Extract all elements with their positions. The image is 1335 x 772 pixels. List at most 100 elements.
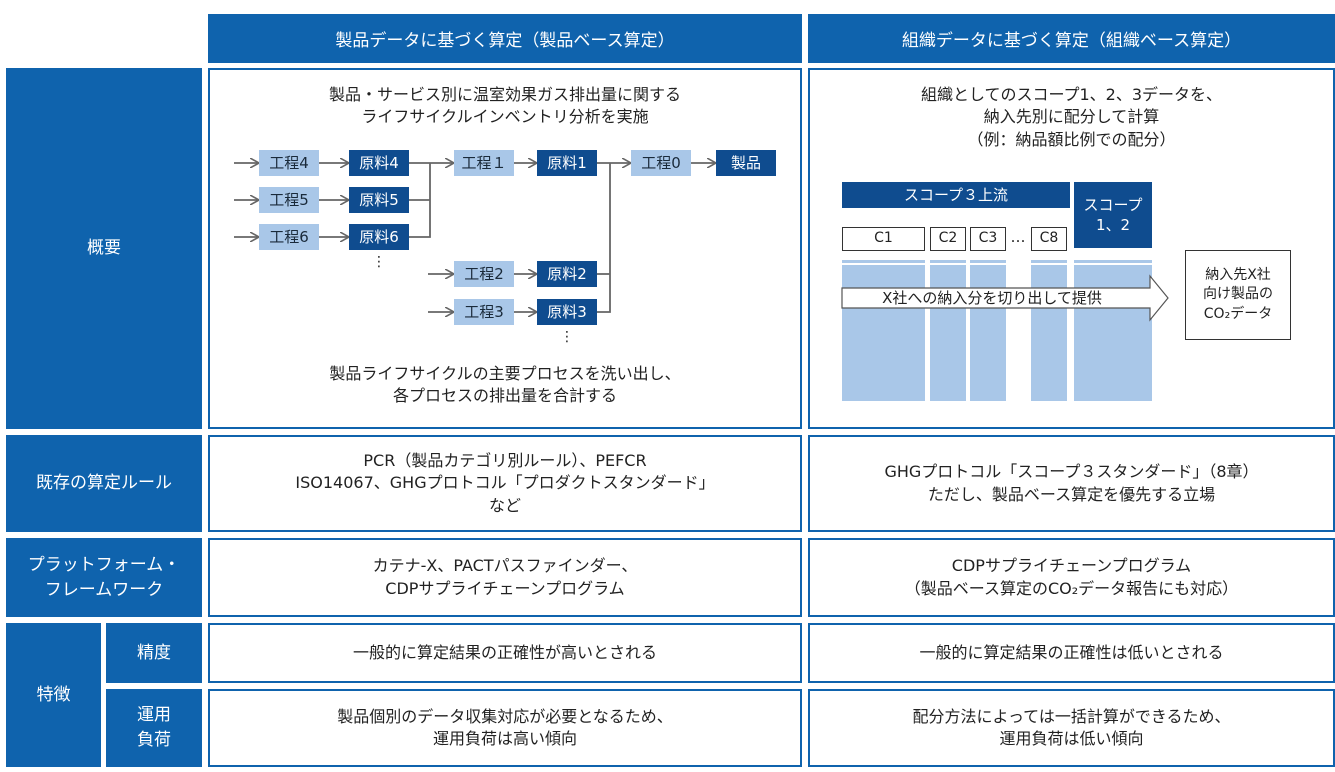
row-label-burden-line1: 運用 (137, 705, 171, 726)
rules-product-line2: ISO14067、GHGプロトコル「プロダクトスタンダード」 (295, 473, 715, 493)
row-label-platform-line1: プラットフォーム・ (27, 554, 181, 575)
overview-org-desc-line1: 組織としてのスコープ1、2、3データを、 (920, 85, 1223, 104)
overview-product-desc-line1: 製品・サービス別に温室効果ガス排出量に関する (328, 85, 681, 104)
row-label-platform: プラットフォーム・ フレームワーク (6, 538, 202, 617)
result-box-line3: CO₂データ (1203, 305, 1273, 322)
burden-org-line2: 運用負荷は低い傾向 (999, 729, 1144, 748)
process-step-2-label: 工程2 (464, 264, 504, 283)
row-label-overview: 概要 (6, 68, 202, 429)
column-header-org-text: 組織データに基づく算定（組織ベース算定） (901, 31, 1242, 51)
emission-bar-c8 (1031, 260, 1067, 401)
process-step-3: 工程3 (454, 299, 514, 325)
accuracy-org-cell: 一般的に算定結果の正確性は低いとされる (808, 623, 1335, 683)
column-header-product-text: 製品データに基づく算定（製品ベース算定） (335, 31, 675, 51)
column-header-org: 組織データに基づく算定（組織ベース算定） (808, 14, 1335, 63)
process-step-4-label: 工程4 (269, 153, 309, 172)
process-step-1-label: 工程１ (461, 153, 507, 172)
allocation-arrow (841, 263, 1169, 322)
material-4-label: 原料4 (359, 153, 399, 172)
emission-bar-c2 (930, 260, 966, 401)
scope12-header: スコープ 1、2 (1074, 182, 1152, 248)
process-step-5-label: 工程5 (269, 190, 309, 209)
burden-product-cell: 製品個別のデータ収集対応が必要となるため、 運用負荷は高い傾向 (208, 689, 802, 767)
accuracy-product-cell: 一般的に算定結果の正確性が高いとされる (208, 623, 802, 683)
row-label-platform-line2: フレームワーク (44, 579, 164, 600)
scope12-label-line2: 1、2 (1095, 216, 1131, 234)
scope3-upstream-header: スコープ３上流 (842, 182, 1070, 208)
burden-product-line2: 運用負荷は高い傾向 (432, 729, 577, 748)
product-box-label: 製品 (730, 153, 761, 172)
overview-product-cell: 製品・サービス別に温室効果ガス排出量に関する ライフサイクルインベントリ分析を実… (208, 68, 802, 429)
process-step-3-label: 工程3 (464, 302, 504, 321)
platform-org-line1: CDPサプライチェーンプログラム (951, 556, 1192, 576)
overview-product-desc-line2: ライフサイクルインベントリ分析を実施 (361, 107, 649, 127)
process-step-0: 工程0 (631, 150, 691, 176)
category-c1: C1 (842, 227, 925, 251)
material-5-label: 原料5 (359, 190, 399, 209)
material-1: 原料1 (537, 150, 597, 176)
row-label-features-text: 特徴 (36, 684, 71, 705)
platform-org-cell: CDPサプライチェーンプログラム （製品ベース算定のCO₂データ報告にも対応） (808, 538, 1335, 617)
material-2: 原料2 (537, 261, 597, 287)
row-label-rules: 既存の算定ルール (6, 435, 202, 532)
material-4: 原料4 (349, 150, 409, 176)
overview-product-note-line1: 製品ライフサイクルの主要プロセスを洗い出し、 (329, 364, 681, 383)
row-label-accuracy-text: 精度 (137, 642, 171, 663)
category-c2: C2 (930, 227, 966, 251)
row-label-overview-text: 概要 (87, 238, 121, 259)
process-step-5: 工程5 (259, 187, 319, 213)
emission-bar-c1 (842, 260, 925, 401)
burden-product-line1: 製品個別のデータ収集対応が必要となるため、 (337, 706, 673, 726)
process-step-6-label: 工程6 (269, 227, 309, 246)
row-label-features: 特徴 (6, 623, 101, 767)
material-2-label: 原料2 (547, 264, 587, 283)
category-c3: C3 (970, 227, 1006, 251)
result-box-line2: 向け製品の (1203, 286, 1273, 303)
process-flow-lines (234, 70, 800, 427)
column-header-product: 製品データに基づく算定（製品ベース算定） (208, 14, 802, 63)
result-box-line1: 納入先X社 (1205, 266, 1271, 283)
category-c3-label: C3 (978, 230, 998, 247)
process-step-2: 工程2 (454, 261, 514, 287)
category-c2-label: C2 (938, 230, 958, 247)
material-6: 原料6 (349, 224, 409, 250)
material-1-label: 原料1 (547, 153, 587, 172)
ellipsis-materials-1: ⋮ (372, 254, 386, 270)
platform-product-cell: カテナ-X、PACTパスファインダー、 CDPサプライチェーンプログラム (208, 538, 802, 617)
material-3-label: 原料3 (547, 302, 587, 321)
allocation-arrow-text: X社への納入分を切り出して提供 (882, 289, 1102, 307)
burden-org-cell: 配分方法によっては一括計算ができるため、 運用負荷は低い傾向 (808, 689, 1335, 767)
row-label-burden: 運用 負荷 (106, 689, 202, 767)
material-5: 原料5 (349, 187, 409, 213)
rules-org-cell: GHGプロトコル「スコープ３スタンダード」（8章） ただし、製品ベース算定を優先… (808, 435, 1335, 532)
row-label-rules-text: 既存の算定ルール (36, 473, 172, 494)
platform-product-line2: CDPサプライチェーンプログラム (385, 578, 625, 598)
emission-bar-c3 (970, 260, 1006, 401)
rules-product-line1: PCR（製品カテゴリ別ルール）、PEFCR (363, 450, 647, 470)
material-6-label: 原料6 (359, 227, 399, 246)
overview-org-desc-line3: （例：納品額比例での配分） (967, 129, 1176, 149)
ellipsis-materials-2: ⋮ (560, 329, 574, 345)
row-label-burden-line2: 負荷 (137, 730, 171, 750)
process-step-1: 工程１ (454, 150, 514, 176)
category-c8-label: C8 (1039, 230, 1059, 247)
process-step-4: 工程4 (259, 150, 319, 176)
process-step-6: 工程6 (259, 224, 319, 250)
overview-product-note-line2: 各プロセスの排出量を合計する (392, 386, 617, 406)
process-step-0-label: 工程0 (641, 153, 681, 172)
emission-bar-scope12 (1074, 260, 1152, 401)
category-ellipsis: … (1010, 228, 1026, 246)
overview-org-cell: 組織としてのスコープ1、2、3データを、 納入先別に配分して計算 （例：納品額比… (808, 68, 1335, 429)
rules-product-line3: など (488, 495, 521, 515)
material-3: 原料3 (537, 299, 597, 325)
scope12-label-line1: スコープ (1083, 195, 1143, 214)
product-box: 製品 (716, 150, 776, 176)
accuracy-product-text: 一般的に算定結果の正確性が高いとされる (352, 642, 657, 662)
row-label-accuracy: 精度 (106, 623, 202, 683)
platform-product-line1: カテナ-X、PACTパスファインダー、 (372, 556, 638, 576)
rules-org-line2: ただし、製品ベース算定を優先する立場 (927, 484, 1216, 504)
category-c1-label: C1 (874, 230, 893, 247)
result-box: 納入先X社 向け製品の CO₂データ (1185, 250, 1291, 340)
platform-org-line2: （製品ベース算定のCO₂データ報告にも対応） (904, 578, 1239, 598)
overview-org-desc-line2: 納入先別に配分して計算 (983, 107, 1160, 127)
